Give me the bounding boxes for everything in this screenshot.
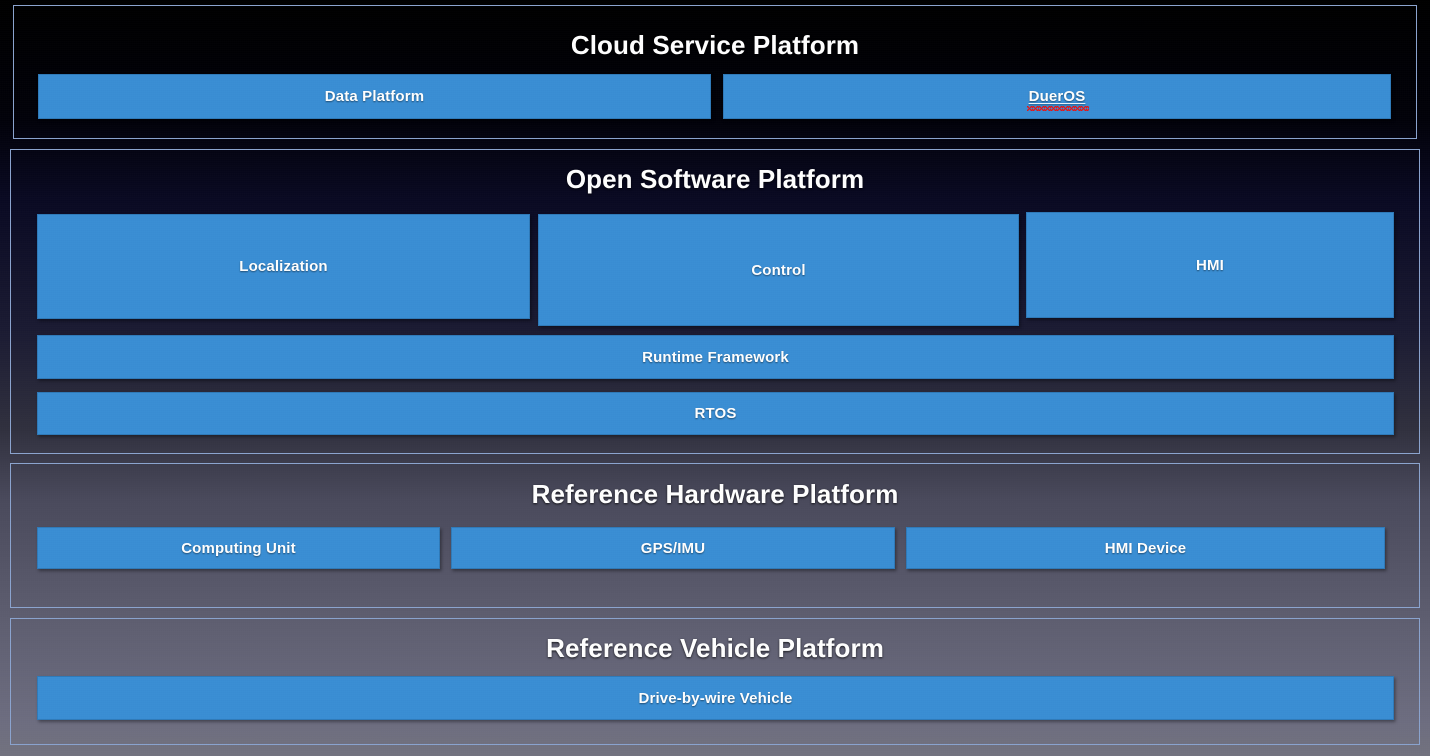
box-label-drive-by-wire-vehicle: Drive-by-wire Vehicle (638, 689, 793, 707)
box-localization[interactable]: Localization (37, 214, 530, 319)
panel-reference-vehicle-platform[interactable]: Reference Vehicle Platform Drive-by-wire… (10, 618, 1420, 745)
box-label-rtos: RTOS (694, 405, 737, 422)
box-gps-imu[interactable]: GPS/IMU (451, 527, 895, 569)
panel-title-reference-vehicle-platform: Reference Vehicle Platform (546, 633, 884, 663)
panel-title-cloud-service-platform: Cloud Service Platform (570, 30, 860, 60)
panel-reference-hardware-platform[interactable]: Reference Hardware Platform Computing Un… (10, 463, 1420, 608)
box-label-computing-unit: Computing Unit (181, 539, 296, 557)
panel-cloud-service-platform[interactable]: Cloud Service Platform Data Platform Due… (13, 5, 1417, 139)
panel-title-reference-hardware-platform: Reference Hardware Platform (531, 479, 899, 509)
box-label-localization: Localization (239, 258, 328, 275)
panel-title-open-software-platform: Open Software Platform (565, 164, 865, 194)
box-label-gps-imu: GPS/IMU (640, 539, 706, 557)
panel-open-software-platform[interactable]: Open Software Platform Localization Cont… (10, 149, 1420, 454)
box-rtos[interactable]: RTOS (37, 392, 1394, 435)
box-runtime-framework[interactable]: Runtime Framework (37, 335, 1394, 379)
box-data-platform[interactable]: Data Platform (38, 74, 711, 119)
box-label-dueros: DuerOS (1026, 88, 1090, 111)
box-label-hmi: HMI (1196, 256, 1224, 274)
box-label-hmi-device: HMI Device (1104, 539, 1187, 557)
box-label-data-platform: Data Platform (324, 88, 425, 105)
box-dueros[interactable]: DuerOS (723, 74, 1391, 119)
box-computing-unit[interactable]: Computing Unit (37, 527, 440, 569)
box-control[interactable]: Control (538, 214, 1019, 326)
box-drive-by-wire-vehicle[interactable]: Drive-by-wire Vehicle (37, 676, 1394, 720)
box-label-runtime-framework: Runtime Framework (642, 348, 789, 366)
box-label-control: Control (751, 261, 806, 279)
box-hmi-device[interactable]: HMI Device (906, 527, 1385, 569)
box-hmi[interactable]: HMI (1026, 212, 1394, 318)
